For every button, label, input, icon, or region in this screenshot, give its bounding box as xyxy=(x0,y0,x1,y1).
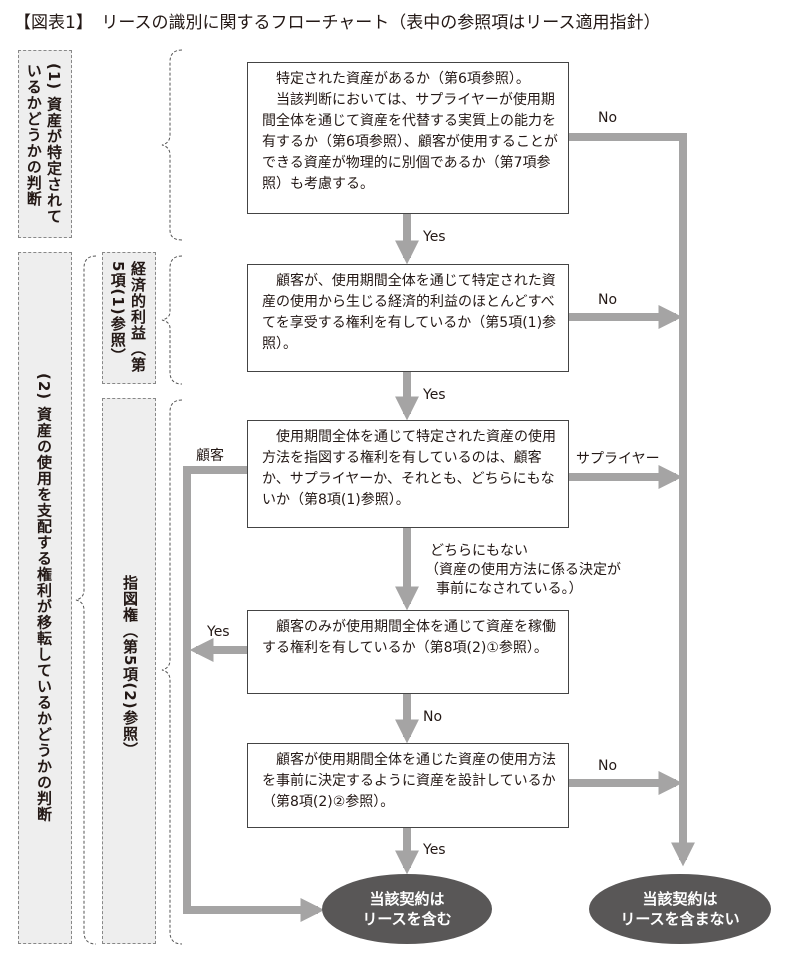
bracket-econ xyxy=(161,255,183,385)
label-no-operate: No xyxy=(423,709,443,725)
label-neither-1: どちらにもない xyxy=(430,543,528,559)
label-supplier: サプライヤー xyxy=(576,451,660,467)
label-customer: 顧客 xyxy=(196,448,224,464)
decision-identified-asset: 特定された資産があるか（第6項参照）。 当該判断においては、サプライヤーが使用期… xyxy=(247,62,569,214)
decision-economic-benefit-text: 顧客が、使用期間全体を通じて特定された資産の使用から生じる経済的利益のほとんどす… xyxy=(262,273,557,352)
label-yes-identified: Yes xyxy=(423,229,446,245)
bracket-s2 xyxy=(75,255,97,945)
section-direction-right-label: 指図権（第5項(2)参照） xyxy=(121,575,139,758)
section-economic-benefit-label: 経済的利益（第5項(1)参照） xyxy=(108,261,147,373)
decision-identified-asset-note: 当該判断においては、サプライヤーが使用期間全体を通じて資産を代替する実質上の能力… xyxy=(262,92,558,192)
arrow-b3-customer xyxy=(183,466,325,922)
bracket-direct xyxy=(161,399,183,945)
terminal-contains-lease-line1: 当該契約は xyxy=(369,889,445,908)
decision-direct-use: 使用期間全体を通じて特定された資産の使用方法を指図する権利を有しているのは、顧客… xyxy=(247,420,569,528)
section-right-of-control-label: (2) 資産の使用を支配する権利が移転しているかどうかの判断 xyxy=(35,373,53,823)
decision-operate-asset: 顧客のみが使用期間全体を通じて資産を稼働する権利を有しているか（第8項(2)①参… xyxy=(247,610,569,694)
terminal-not-contains-lease-line2: リースを含まない xyxy=(620,910,740,928)
section-asset-identified: (1) 資産が特定されているかどうかの判断 xyxy=(18,50,72,238)
label-yes-designed: Yes xyxy=(423,842,446,858)
label-neither-3: 事前になされている。） xyxy=(436,581,583,597)
terminal-contains-lease-line2: リースを含む xyxy=(362,910,452,928)
decision-economic-benefit: 顧客が、使用期間全体を通じて特定された資産の使用から生じる経済的利益のほとんどす… xyxy=(247,264,569,372)
decision-direct-use-text: 使用期間全体を通じて特定された資産の使用方法を指図する権利を有しているのは、顧客… xyxy=(262,429,556,508)
section-economic-benefit: 経済的利益（第5項(1)参照） xyxy=(102,252,156,384)
terminal-not-contains-lease-line1: 当該契約は xyxy=(642,889,718,908)
decision-operate-asset-text: 顧客のみが使用期間全体を通じて資産を稼働する権利を有しているか（第8項(2)①参… xyxy=(262,619,556,656)
section-right-of-control: (2) 資産の使用を支配する権利が移転しているかどうかの判断 xyxy=(18,252,72,944)
bracket-s1 xyxy=(161,49,183,241)
arrow-b1-no xyxy=(569,133,695,867)
decision-identified-asset-question: 特定された資産があるか（第6項参照）。 xyxy=(276,71,530,87)
section-asset-identified-label: (1) 資産が特定されているかどうかの判断 xyxy=(24,63,63,225)
section-direction-right: 指図権（第5項(2)参照） xyxy=(102,398,156,944)
decision-designed-asset-text: 顧客が使用期間全体を通じた資産の使用方法を事前に決定するように資産を設計している… xyxy=(262,752,556,810)
label-yes-economic: Yes xyxy=(423,387,446,403)
label-no-economic: No xyxy=(598,292,618,308)
label-no-identified: No xyxy=(598,110,618,126)
decision-designed-asset: 顧客が使用期間全体を通じた資産の使用方法を事前に決定するように資産を設計している… xyxy=(247,743,569,828)
label-yes-operate: Yes xyxy=(207,624,230,640)
label-no-designed: No xyxy=(598,758,618,774)
figure-title: 【図表1】 リースの識別に関するフローチャート（表中の参照項はリース適用指針） xyxy=(14,13,661,33)
label-neither-2: （資産の使用方法に係る決定が xyxy=(425,562,621,578)
terminal-contains-lease: 当該契約は リースを含む xyxy=(322,874,492,944)
terminal-not-contains-lease: 当該契約は リースを含まない xyxy=(589,874,771,944)
